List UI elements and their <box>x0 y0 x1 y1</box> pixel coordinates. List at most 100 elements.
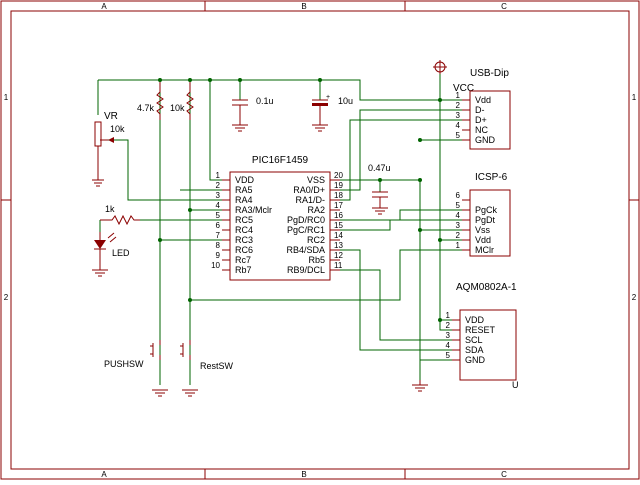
lcd-pin-name: VDD <box>465 315 485 325</box>
lcd-reset-wire <box>439 320 460 331</box>
mcu-right-pin-number: 18 <box>334 191 343 200</box>
mcu-left-pin-number: 1 <box>216 171 221 180</box>
vcc-label: VCC <box>453 83 474 94</box>
usb-title: USB-Dip <box>470 68 509 79</box>
mcu-title: PIC16F1459 <box>252 155 309 166</box>
icsp-pin-name: Vdd <box>475 235 491 245</box>
junctions <box>158 78 442 322</box>
icsp-pin-number: 3 <box>456 221 461 230</box>
mcu-right-pin-name: RC2 <box>307 235 325 245</box>
lcd-pin-name: SDA <box>465 345 484 355</box>
mcu-right-pin-number: 15 <box>334 221 343 230</box>
border-row-2-left: 2 <box>4 293 9 302</box>
border-row-1-right: 1 <box>632 93 637 102</box>
lcd-module <box>459 309 517 381</box>
usb-pin-number: 1 <box>456 91 461 100</box>
reset-switch <box>180 340 191 360</box>
mcu-vdd-wire <box>209 80 230 181</box>
icsp-pin-name: MClr <box>475 245 494 255</box>
lcd-pin-name: SCL <box>465 335 483 345</box>
dminus-wire <box>330 109 470 191</box>
icsp-pin-name: Vss <box>475 225 491 235</box>
mcu-left-pin-number: 2 <box>216 181 221 190</box>
mcu-left-pin-name: RC5 <box>235 215 253 225</box>
mcu-right-pin-number: 11 <box>334 261 343 270</box>
svg-text:+: + <box>326 94 330 101</box>
usb-pin-4: 4 NC <box>456 121 489 135</box>
border-col-a-bottom: A <box>101 470 107 479</box>
icsp-pin-6: 6 <box>456 191 470 201</box>
push-switch <box>150 340 161 360</box>
led-resistor <box>100 214 140 226</box>
mcu-right-pin-number: 17 <box>334 201 343 210</box>
mcu-right-pin-name: RA0/D+ <box>293 185 325 195</box>
lcd-pin-number: 5 <box>446 351 451 360</box>
mcu-left-pin-name: RA5 <box>235 185 253 195</box>
led-symbol <box>94 232 117 270</box>
mcu-left-pin-2: 2 RA5 <box>216 181 253 195</box>
lcd-pin-name: RESET <box>465 325 496 335</box>
capacitor-10u: + <box>312 94 330 125</box>
resistor-4k7-value: 4.7k <box>137 103 155 113</box>
lcd-pin-number: 2 <box>446 321 451 330</box>
capacitor-0u1 <box>232 99 248 125</box>
lcd-pin-2: 2 RESET <box>446 321 496 335</box>
resistor-10k <box>186 82 194 120</box>
capacitor-0u47 <box>372 191 388 208</box>
vr-wiper-wire <box>108 139 230 201</box>
mcu-left-pin-number: 5 <box>216 211 221 220</box>
usb-pin-name: NC <box>475 125 488 135</box>
icsp-pin-number: 6 <box>456 191 461 200</box>
mcu-left-pin-name: Rc7 <box>235 255 251 265</box>
dplus-wire <box>330 119 470 201</box>
resistor-4k7 <box>156 82 164 120</box>
mcu-right-pin-name: PgD/RC0 <box>287 215 325 225</box>
icsp-pin-number: 2 <box>456 231 461 240</box>
lcd-pin-number: 1 <box>446 311 451 320</box>
mcu-left-pin-number: 9 <box>216 251 221 260</box>
icsp-title: ICSP-6 <box>475 172 508 183</box>
mcu-left-pin-5: 5 RC5 <box>216 211 253 225</box>
mcu-left-pin-number: 8 <box>216 241 221 250</box>
usb-pin-name: Vdd <box>475 95 491 105</box>
vcc-rail-wire <box>98 79 470 101</box>
pgdt-wire <box>330 219 470 231</box>
mcu-right-pin-number: 14 <box>334 231 343 240</box>
mcu-left-pin-number: 7 <box>216 231 221 240</box>
mcu-right-pin-number: 20 <box>334 171 343 180</box>
mcu-left-pin-name: RC4 <box>235 225 253 235</box>
vr-potentiometer <box>94 121 114 175</box>
border-row-2-right: 2 <box>632 293 637 302</box>
capacitor-0u1-value: 0.1u <box>256 96 274 106</box>
usb-pin-1: 1 Vdd <box>456 91 491 105</box>
usb-pin-number: 4 <box>456 121 461 130</box>
led-label: LED <box>112 248 130 258</box>
mcu-left-pin-9: 9 Rc7 <box>216 251 251 265</box>
mcu-left-pin-name: RA3/Mclr <box>235 205 272 215</box>
border-col-b-bottom: B <box>301 470 306 479</box>
icsp-pin-2: 2 Vdd <box>456 231 491 245</box>
usb-pin-number: 2 <box>456 101 461 110</box>
mcu-right-pin-name: RB4/SDA <box>286 245 325 255</box>
mcu-left-pin-number: 4 <box>216 201 221 210</box>
capacitor-0u47-value: 0.47u <box>368 163 391 173</box>
